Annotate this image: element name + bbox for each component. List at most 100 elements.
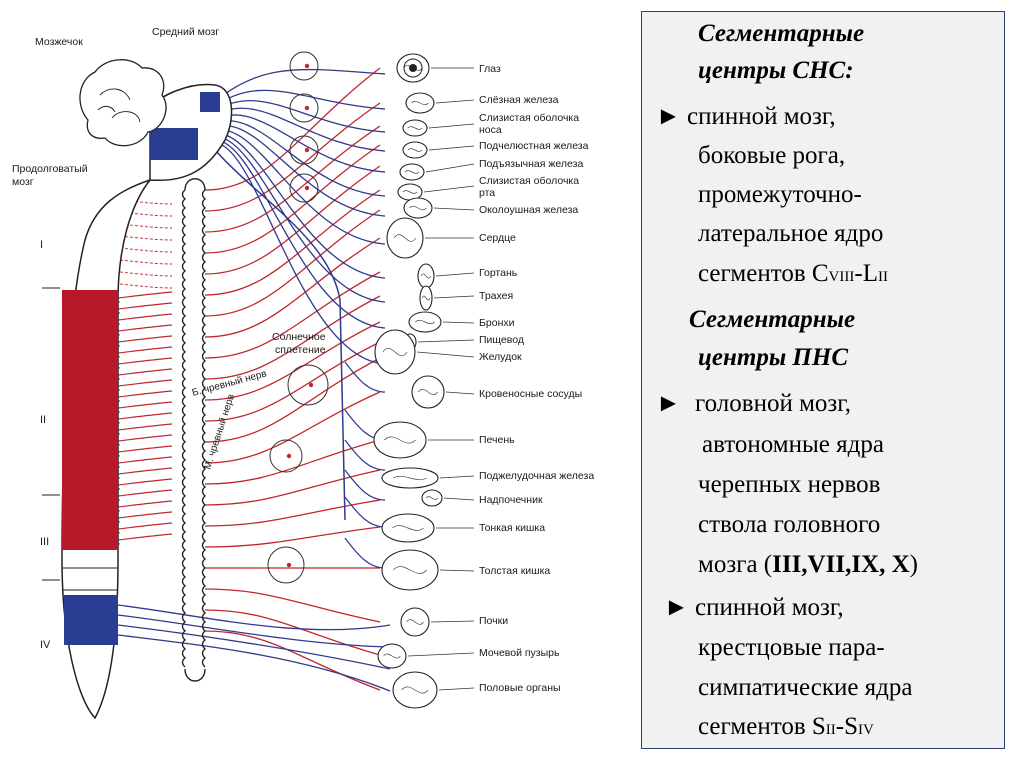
organ-label: Печень <box>479 434 515 446</box>
region-label: III <box>40 536 49 548</box>
nerve-fiber <box>117 624 391 670</box>
organ-labels: Глаз Слёзная железа Слизистая оболочка н… <box>479 63 594 694</box>
pns-line: черепных нервов <box>698 471 881 498</box>
organ-label: Пищевод <box>479 334 524 346</box>
organ-label: Сердце <box>479 232 516 244</box>
sns-line: боковые рога, <box>698 142 846 169</box>
nerve-fiber <box>117 478 173 486</box>
nerve-fibers <box>89 67 391 692</box>
ganglion-circle <box>289 93 319 123</box>
sympathetic-chain <box>201 189 207 668</box>
lesser-splanchnic-label: М. чревный нерв <box>202 393 237 471</box>
organ-detail <box>420 273 432 279</box>
leader-line <box>433 207 475 211</box>
nerve-fiber <box>212 133 386 279</box>
pns-line: симпатические ядра <box>698 674 913 701</box>
organ-label: Почки <box>479 615 508 627</box>
pns-line: мозга (III,VII,IX, X) <box>698 551 918 578</box>
nerve-fiber <box>117 379 173 387</box>
organ-label: носа <box>479 124 502 136</box>
autonomic-nervous-system-diagram: Мозжечок Средний мозг Продолговатый мозг… <box>12 26 594 720</box>
nerve-fiber <box>204 588 381 623</box>
ganglion-circle <box>267 546 305 584</box>
pns-item: ► головной мозг, <box>656 390 851 417</box>
organ-label: Толстая кишка <box>479 565 550 577</box>
sympathetic-chain <box>184 668 206 682</box>
leader-line <box>435 272 475 277</box>
nerve-fiber <box>215 142 386 365</box>
organ-label: Желудок <box>479 351 522 363</box>
ganglion-cell <box>286 453 292 459</box>
nerve-fiber <box>204 237 381 338</box>
nerve-fiber <box>119 271 173 277</box>
leader-line <box>407 652 475 657</box>
nerve-fiber <box>119 283 173 289</box>
sns-line: сегментов CVIII-LII <box>698 260 888 287</box>
nerve-fiber <box>344 496 386 528</box>
leader-line <box>423 185 475 193</box>
organ-detail <box>407 148 423 152</box>
ganglion-circle <box>289 135 319 165</box>
organ-detail <box>411 100 429 106</box>
bullet-icon: ► <box>664 594 689 621</box>
nerve-fiber <box>117 346 173 354</box>
nerve-fiber <box>117 511 173 519</box>
nerve-fiber <box>204 67 381 191</box>
organ-detail <box>393 475 427 481</box>
nerve-fiber <box>211 129 386 245</box>
sns-heading: Сегментарные <box>698 20 865 47</box>
pns-line: сегментов SII-SIV <box>698 713 874 740</box>
organ-label: Слизистая оболочка <box>479 112 579 124</box>
ganglion-cell <box>304 105 310 111</box>
sns-item: ► спинной мозг, <box>656 103 836 130</box>
nerve-fiber <box>344 469 386 501</box>
nerve-fiber <box>204 526 381 548</box>
nerve-fiber <box>204 499 381 527</box>
nerve-fiber <box>204 357 381 443</box>
nerve-fiber <box>204 189 381 296</box>
medulla-label-1: Продолговатый <box>12 163 88 175</box>
leader-line <box>439 475 475 479</box>
ganglion-cell <box>304 147 310 153</box>
organ-detail <box>382 347 408 357</box>
sympathetic-chain <box>184 178 206 191</box>
nerve-fiber <box>117 401 173 409</box>
nerve-fiber <box>117 434 173 442</box>
nerve-fiber <box>117 604 391 631</box>
organ-label: Подчелюстная железа <box>479 140 589 152</box>
leader-line <box>435 99 475 104</box>
organ-detail <box>383 653 401 659</box>
organ-label: Мочевой пузырь <box>479 647 560 659</box>
sns-heading: центры СНС: <box>698 57 854 84</box>
organ-icons <box>373 53 475 709</box>
nerve-fiber <box>117 489 173 497</box>
nerve-fiber <box>117 324 173 332</box>
leader-line <box>428 123 475 129</box>
organ-detail <box>425 496 439 500</box>
region-label: I <box>40 239 43 251</box>
nerve-fiber <box>117 335 173 343</box>
organ-label: Бронхи <box>479 317 515 329</box>
nerve-fiber <box>117 456 173 464</box>
nerve-fiber <box>204 271 381 359</box>
parasympathetic-sacral-zone <box>64 595 118 645</box>
nerve-fiber <box>204 391 381 464</box>
organ-detail <box>406 619 424 625</box>
cerebellum-drawing <box>79 59 167 147</box>
nerve-fiber <box>204 321 381 401</box>
organ-detail <box>409 205 427 211</box>
nerve-fiber <box>204 102 381 212</box>
leader-line <box>430 620 475 623</box>
ganglion-cell <box>286 562 292 568</box>
organ-label: рта <box>479 187 495 199</box>
pns-heading: центры ПНС <box>698 344 848 371</box>
midbrain-nuclei <box>200 92 220 112</box>
nerve-fiber <box>117 445 173 453</box>
solar-plexus-label-2: сплетение <box>275 344 326 356</box>
organ-detail <box>418 388 438 396</box>
organ-detail <box>392 566 428 574</box>
organ-detail <box>401 686 429 694</box>
midbrain-label: Средний мозг <box>152 26 219 38</box>
nerve-fiber <box>344 439 386 471</box>
nerve-fiber <box>117 368 173 376</box>
